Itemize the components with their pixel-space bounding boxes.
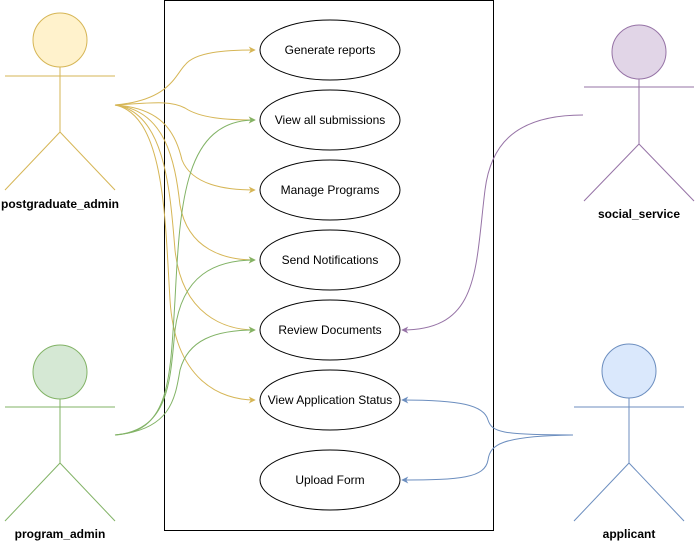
- association-applicant-view-application-status: [401, 396, 574, 436]
- association-social-service-review-documents: [401, 114, 584, 334]
- association-postgraduate-admin-view-all-submissions: [114, 102, 256, 124]
- actor-social-service: [583, 24, 695, 202]
- usecase-upload-form: Upload Form: [259, 449, 401, 511]
- association-applicant-upload-form: [401, 434, 574, 484]
- association-postgraduate-admin-review-documents: [114, 104, 256, 334]
- association-postgraduate-admin-send-notifications: [114, 104, 256, 264]
- actor-applicant: [573, 343, 685, 522]
- usecase-ellipse: [259, 19, 401, 81]
- usecase-generate-reports: Generate reports: [259, 19, 401, 81]
- actor-label-postgraduate-admin: postgraduate_admin: [1, 197, 119, 211]
- actor-right-leg: [628, 462, 685, 522]
- usecase-view-application-status: View Application Status: [259, 369, 401, 431]
- usecase-label: View all submissions: [275, 113, 386, 127]
- usecase-review-documents: Review Documents: [259, 299, 401, 361]
- usecase-label: View Application Status: [268, 393, 393, 407]
- usecase-label: Upload Form: [295, 473, 364, 487]
- usecase-manage-programs: Manage Programs: [259, 159, 401, 221]
- association-program-admin-review-documents: [114, 326, 256, 436]
- actor-right-leg: [59, 131, 116, 191]
- usecase-view-all-submissions: View all submissions: [259, 89, 401, 151]
- usecase-ellipse: [259, 449, 401, 511]
- actor-head: [32, 12, 88, 68]
- usecase-label: Send Notifications: [282, 253, 379, 267]
- usecase-send-notifications: Send Notifications: [259, 229, 401, 291]
- actor-left-leg: [573, 462, 630, 522]
- actor-left-leg: [4, 462, 61, 522]
- usecase-ellipse: [259, 89, 401, 151]
- usecase-ellipse: [259, 229, 401, 291]
- association-postgraduate-admin-manage-programs: [114, 104, 256, 194]
- association-program-admin-send-notifications: [114, 256, 256, 436]
- usecase-label: Manage Programs: [281, 183, 380, 197]
- actor-head: [611, 24, 667, 80]
- association-postgraduate-admin-generate-reports: [114, 46, 256, 106]
- actor-left-leg: [4, 131, 61, 191]
- usecase-label: Review Documents: [278, 323, 381, 337]
- actor-label-applicant: applicant: [603, 527, 656, 541]
- association-postgraduate-admin-view-application-status: [114, 104, 256, 404]
- actor-head: [601, 343, 657, 399]
- usecase-ellipse: [259, 299, 401, 361]
- actor-label-program-admin: program_admin: [15, 527, 106, 541]
- actor-left-leg: [583, 143, 640, 202]
- actor-label-social-service: social_service: [598, 207, 680, 221]
- actor-program-admin: [4, 344, 116, 522]
- actor-head: [32, 344, 88, 400]
- usecase-label: Generate reports: [285, 43, 376, 57]
- association-lines: [114, 46, 584, 484]
- actor-right-leg: [59, 462, 116, 522]
- actor-postgraduate-admin: [4, 12, 116, 191]
- usecase-ellipse: [259, 369, 401, 431]
- actor-right-leg: [638, 143, 695, 202]
- usecase-ellipse: [259, 159, 401, 221]
